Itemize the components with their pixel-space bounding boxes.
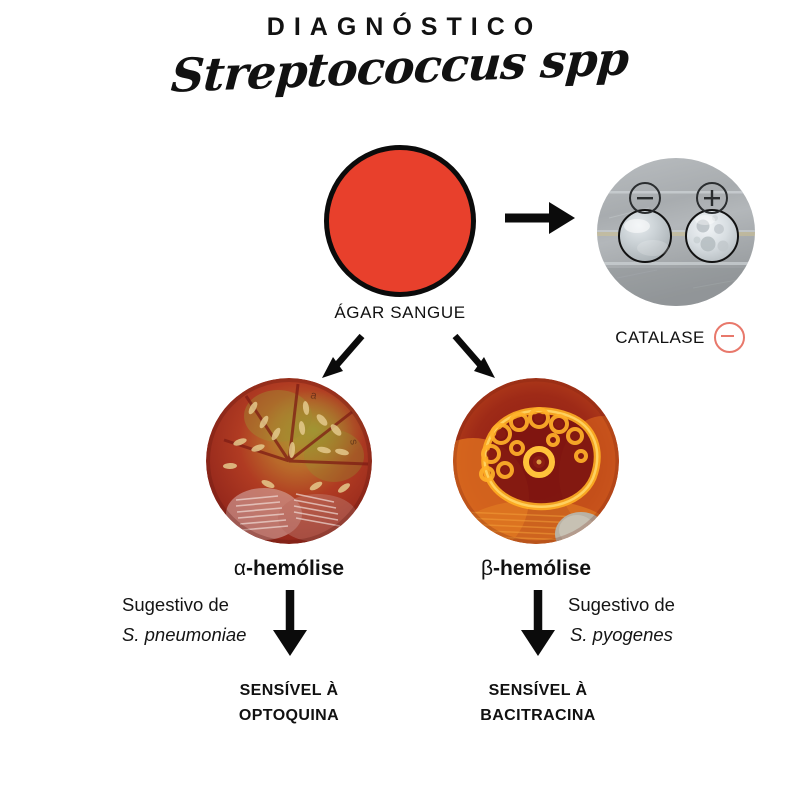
catalase-positive-marker xyxy=(696,182,728,214)
beta-conclusion-line1: SENSÍVEL À xyxy=(488,682,588,699)
blood-agar-plate xyxy=(324,145,476,297)
alpha-species: S. pneumoniae xyxy=(122,624,247,645)
page-title: DIAGNÓSTICO xyxy=(266,13,543,41)
svg-text:s: s xyxy=(347,438,360,446)
catalase-caption: CATALASE xyxy=(600,322,760,353)
alpha-conclusion-line1: SENSÍVEL À xyxy=(239,682,339,699)
arrow-branch-beta xyxy=(452,333,495,378)
title-block: DIAGNÓSTICO Streptococcus spp xyxy=(0,13,800,106)
arrow-to-catalase xyxy=(505,202,575,234)
svg-text:a: a xyxy=(309,389,318,402)
beta-hemolysis-word: -hemólise xyxy=(493,557,592,580)
alpha-symbol: α xyxy=(233,557,247,580)
beta-suggestive-prefix: Sugestivo de xyxy=(568,594,675,615)
catalase-negative-marker xyxy=(629,182,661,214)
alpha-conclusion-line2: OPTOQUINA xyxy=(238,707,340,724)
alpha-conclusion: SENSÍVEL À OPTOQUINA xyxy=(164,678,414,728)
page-subtitle-script: Streptococcus spp xyxy=(169,30,631,103)
beta-conclusion: SENSÍVEL À BACITRACINA xyxy=(413,678,663,728)
catalase-negative-badge xyxy=(713,322,745,353)
beta-conclusion-line2: BACITRACINA xyxy=(480,707,596,724)
beta-hemolysis-plate xyxy=(453,378,619,544)
catalase-label: CATALASE xyxy=(615,327,705,347)
arrow-beta-down xyxy=(521,590,555,656)
alpha-suggestive-prefix: Sugestivo de xyxy=(122,594,229,615)
arrow-branch-alpha xyxy=(322,333,365,378)
alpha-suggestive-text: Sugestivo de S. pneumoniae xyxy=(122,590,246,650)
beta-suggestive-text: Sugestivo de S. pyogenes xyxy=(568,590,675,650)
alpha-hemolysis-plate: a s xyxy=(206,378,372,544)
subtitle-wrap: Streptococcus spp xyxy=(0,31,800,106)
alpha-hemolysis-label: α-hemólise xyxy=(169,557,409,581)
beta-hemolysis-label: β-hemólise xyxy=(416,557,656,581)
alpha-hemolysis-word: -hemólise xyxy=(246,557,345,580)
blood-agar-label: ÁGAR SANGUE xyxy=(334,303,466,322)
arrow-alpha-down xyxy=(273,590,307,656)
beta-species: S. pyogenes xyxy=(570,624,673,645)
catalase-test-photo xyxy=(597,158,755,306)
beta-symbol: β xyxy=(480,557,494,580)
